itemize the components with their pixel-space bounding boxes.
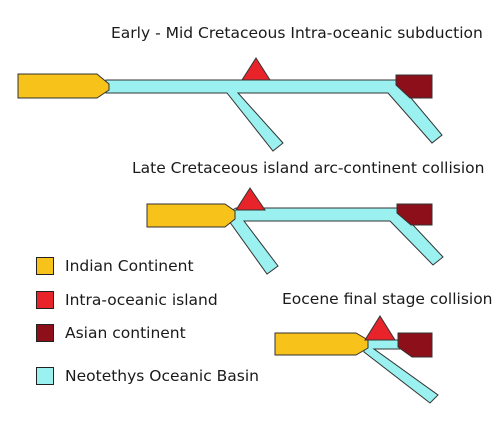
asian-continent-swatch <box>36 324 54 342</box>
legend-item-intra-oceanic-island: Intra-oceanic island <box>36 288 218 312</box>
legend-item-indian-continent: Indian Continent <box>36 254 194 278</box>
stage-2-asian-continent <box>396 203 433 226</box>
stage-1-neotethys-basin <box>105 79 443 152</box>
stage-3-section <box>274 315 439 404</box>
stage-3-title: Eocene final stage collision <box>282 290 493 308</box>
legend-label: Asian continent <box>65 324 186 342</box>
stage-2-indian-continent <box>146 203 236 228</box>
stage-1-intra-oceanic-island <box>241 57 271 81</box>
stage-2-section <box>146 187 444 275</box>
stage-2-title: Late Cretaceous island arc-continent col… <box>132 159 485 177</box>
intra-oceanic-island-swatch <box>36 291 54 309</box>
legend-label: Intra-oceanic island <box>65 291 218 309</box>
stage-1-section <box>17 57 443 152</box>
stage-3-asian-continent <box>397 332 433 358</box>
stage-1-title: Early - Mid Cretaceous Intra-oceanic sub… <box>111 24 483 42</box>
stage-3-indian-continent <box>274 332 369 356</box>
stage-3-intra-oceanic-island <box>364 315 396 341</box>
stage-1-asian-continent <box>395 74 433 99</box>
stage-2-intra-oceanic-island <box>235 187 266 211</box>
legend-item-neotethys-basin: Neotethys Oceanic Basin <box>36 364 259 388</box>
neotethys-basin-swatch <box>36 367 54 385</box>
stage-1-indian-continent <box>17 73 110 99</box>
indian-continent-swatch <box>36 257 54 275</box>
legend-item-asian-continent: Asian continent <box>36 321 186 345</box>
legend-label: Indian Continent <box>65 257 194 275</box>
legend-label: Neotethys Oceanic Basin <box>65 367 259 385</box>
